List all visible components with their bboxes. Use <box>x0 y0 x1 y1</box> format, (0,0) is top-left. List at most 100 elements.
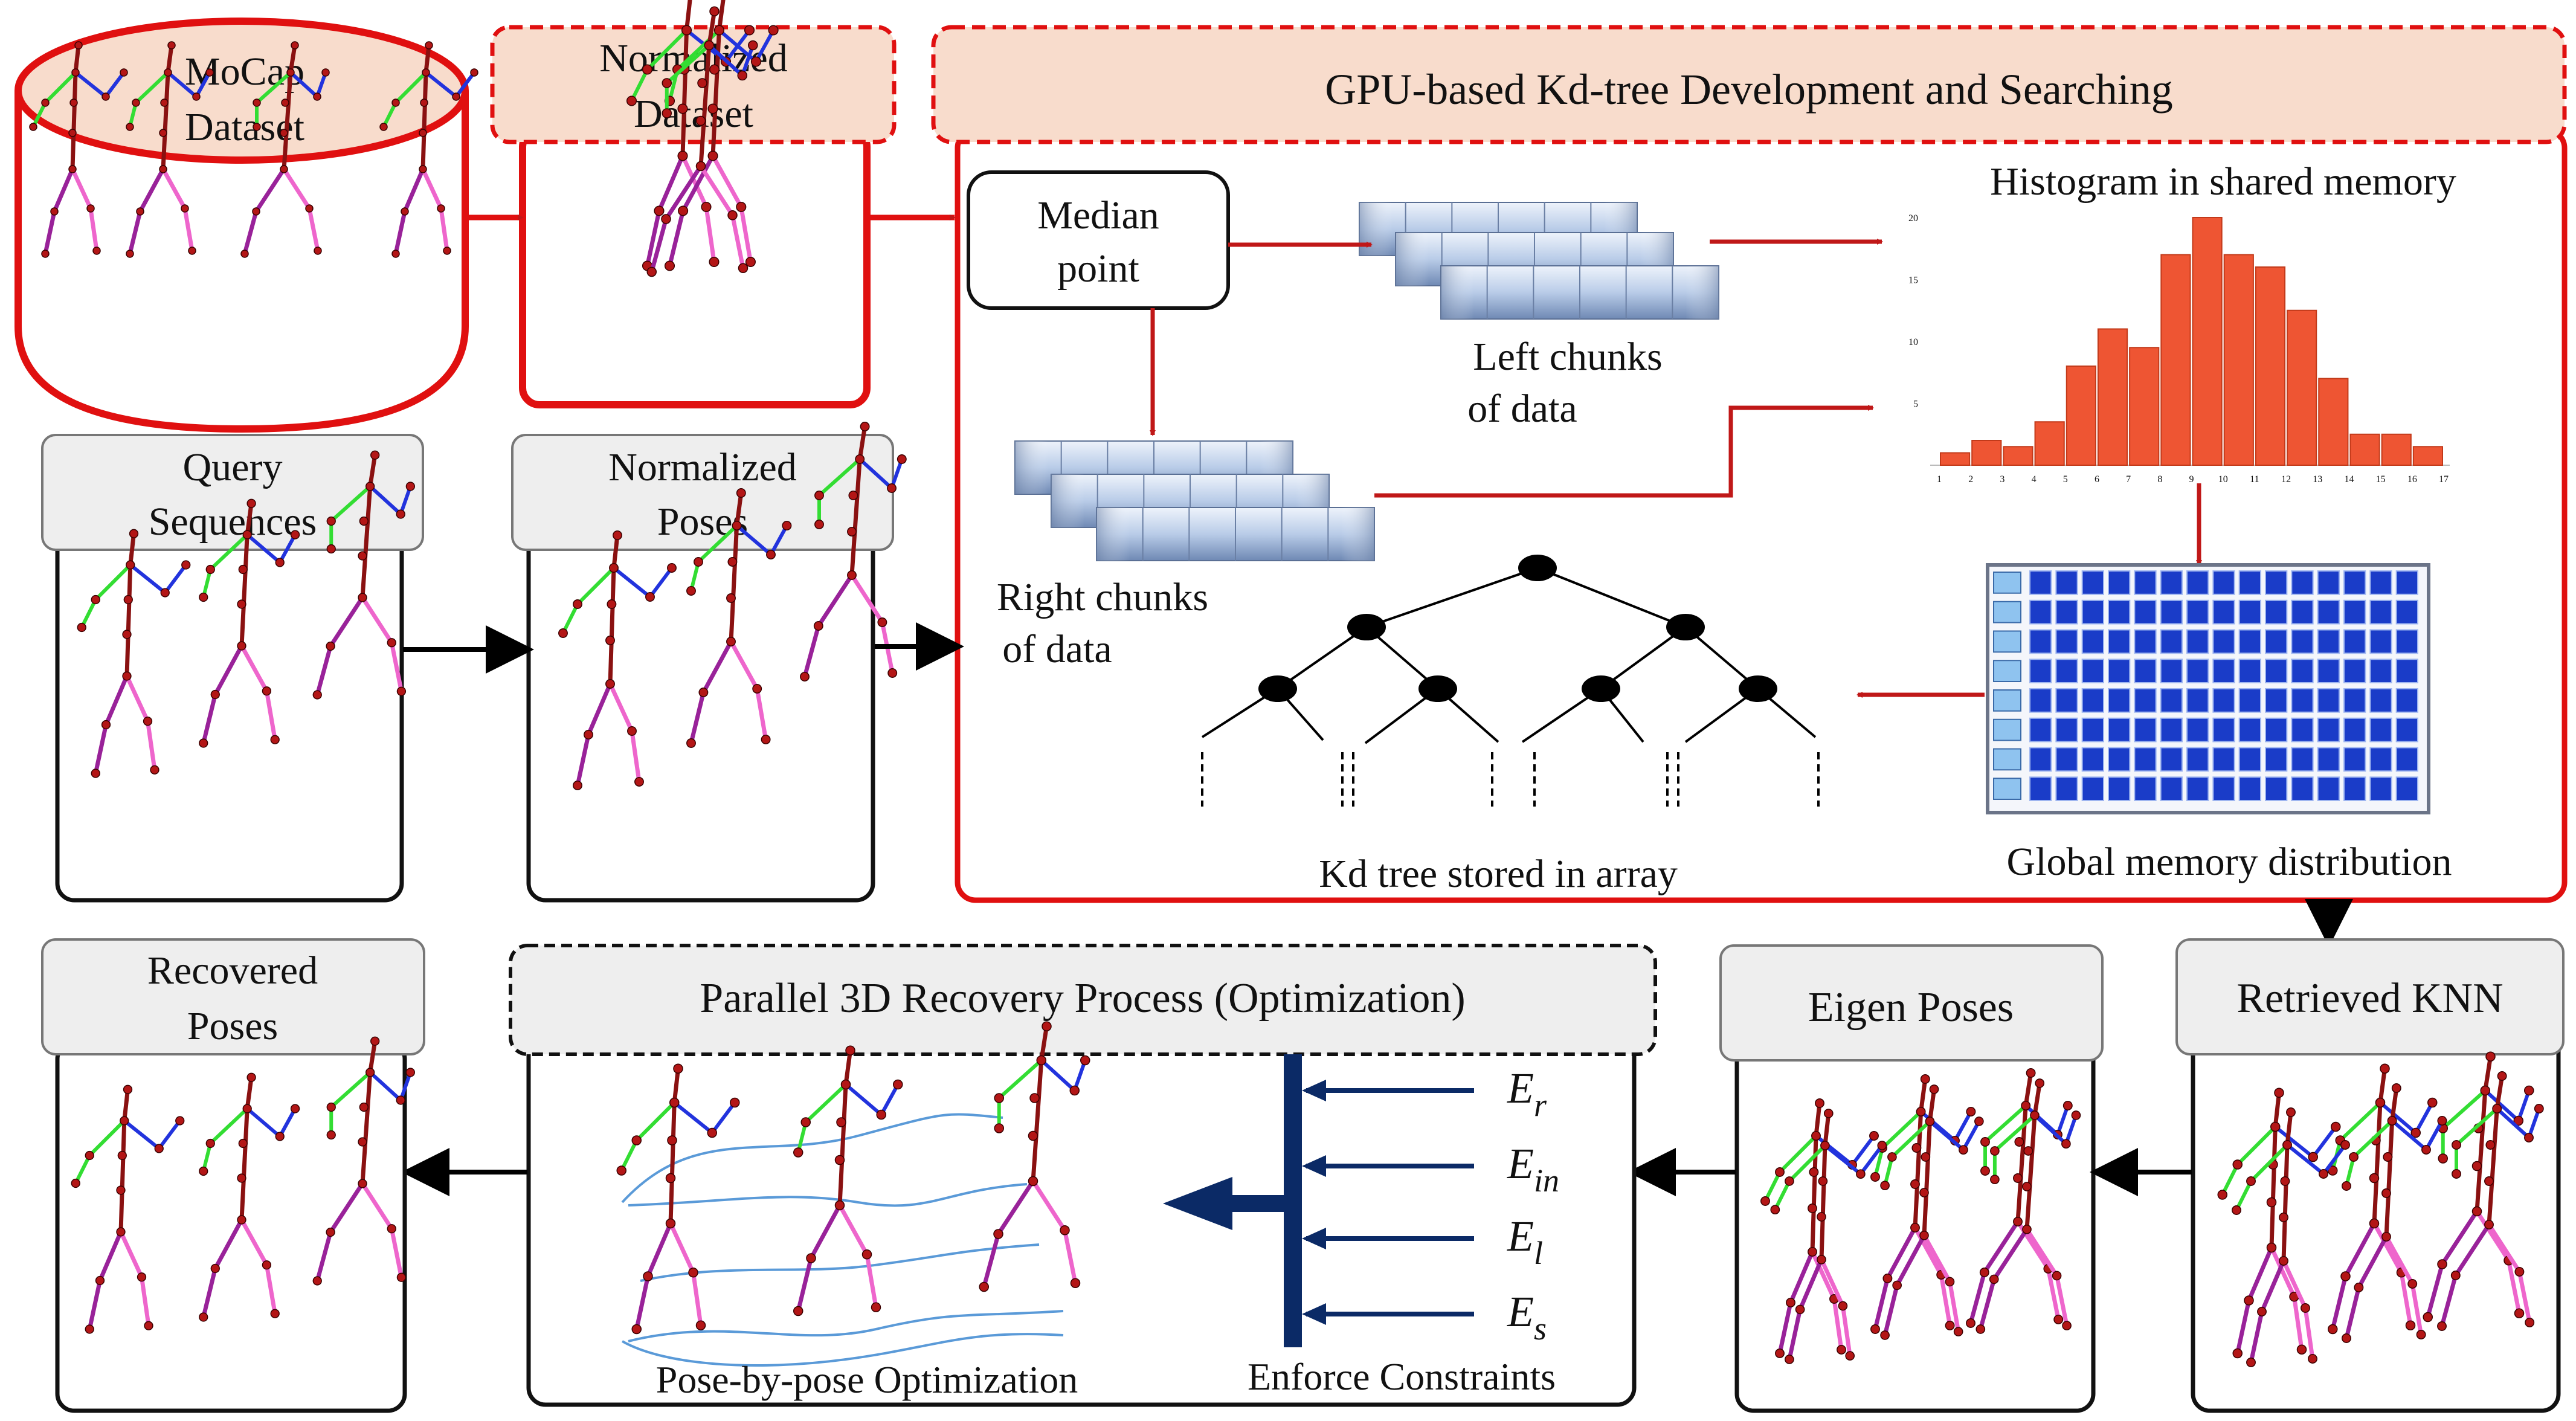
skeleton-figure <box>2328 1063 2438 1335</box>
memory-cell <box>2238 717 2262 743</box>
memory-cell <box>2291 599 2314 625</box>
memory-cell <box>2291 747 2314 772</box>
memory-cell <box>2369 599 2392 625</box>
recovery-title: Parallel 3D Recovery Process (Optimizati… <box>700 975 1465 1022</box>
memory-cell <box>2186 629 2209 654</box>
memory-cell <box>2291 717 2314 743</box>
memory-cell <box>2160 776 2183 801</box>
memory-cell <box>2134 717 2157 743</box>
skeleton-figure <box>126 41 214 258</box>
skeleton-figure <box>312 1036 415 1286</box>
optimization-curves <box>621 1113 1064 1367</box>
memory-cell <box>2265 776 2288 801</box>
normalized-poses-box: Normalized Poses <box>511 422 907 903</box>
memory-cell <box>2081 629 2105 654</box>
skeleton-figure <box>77 529 191 778</box>
memory-cell <box>2238 629 2262 654</box>
memory-cell <box>2134 688 2157 713</box>
memory-cell <box>2160 599 2183 625</box>
memory-cell <box>2055 717 2078 743</box>
memory-cell <box>2081 776 2105 801</box>
optimization-curve <box>628 1183 1028 1207</box>
histogram-x-tick: 14 <box>2344 474 2354 485</box>
memory-cell <box>2108 688 2131 713</box>
memory-cell <box>2055 688 2078 713</box>
memory-cell <box>2265 688 2288 713</box>
histogram-x-tick: 9 <box>2189 474 2194 485</box>
kd-tree-edge <box>1600 626 1687 690</box>
memory-cell <box>2238 776 2262 801</box>
skeleton-figure <box>2423 1051 2534 1323</box>
query-skeletons <box>77 450 415 778</box>
memory-cell <box>2029 570 2052 595</box>
memory-cell <box>2395 659 2419 683</box>
memory-cell <box>2212 747 2235 772</box>
histogram-x-tick: 6 <box>2095 474 2099 485</box>
right-chunks-of-data <box>1014 440 1375 561</box>
data-chunk <box>1440 265 1719 320</box>
memory-cell <box>2186 688 2209 713</box>
eigen-poses-box: Eigen Poses <box>1719 944 2104 1413</box>
histogram-x-tick: 1 <box>1937 474 1942 485</box>
memory-cell <box>2238 688 2262 713</box>
histogram-y-tick: 10 <box>1908 337 1918 347</box>
histogram-x-tick: 4 <box>2032 474 2037 485</box>
skeleton-figure <box>199 498 300 748</box>
memory-cell <box>2186 659 2209 683</box>
median-point-line2: point <box>1057 246 1139 291</box>
histogram-x-tick: 2 <box>1968 474 1973 485</box>
skeleton-figure <box>379 41 478 258</box>
skeleton-figure <box>686 488 792 748</box>
skeleton-figure <box>2342 1083 2447 1343</box>
constraint-arrowhead <box>1302 1303 1326 1325</box>
data-chunk <box>1096 507 1375 561</box>
memory-cell <box>2265 629 2288 654</box>
memory-cell <box>2134 599 2157 625</box>
kd-tree-node <box>1739 675 1777 702</box>
memory-cell <box>2395 747 2419 772</box>
enforce-constraints-label: Enforce Constraints <box>1248 1355 1556 1398</box>
memory-cell <box>2081 747 2105 772</box>
skeleton-figure <box>979 1021 1090 1292</box>
histogram-bar <box>2349 433 2380 466</box>
memory-cell <box>2160 717 2183 743</box>
memory-cell <box>2055 629 2078 654</box>
memory-cell <box>2265 599 2288 625</box>
histogram-x-tick: 16 <box>2407 474 2417 485</box>
gpu-title: GPU-based Kd-tree Development and Search… <box>1325 65 2173 114</box>
constraint-label: Er <box>1507 1064 1547 1123</box>
memory-cell <box>2108 776 2131 801</box>
global-memory-label: Global memory distribution <box>2007 840 2452 884</box>
skeleton-figure <box>1770 1109 1887 1364</box>
right-chunks-line1: Right chunks <box>997 575 1208 619</box>
memory-cell <box>2343 599 2366 625</box>
kd-tree-label: Kd tree stored in array <box>1319 852 1678 896</box>
memory-cell <box>2108 629 2131 654</box>
memory-cell <box>2265 570 2288 595</box>
histogram-bar <box>2223 254 2254 466</box>
left-chunks-line1: Left chunks <box>1473 335 1662 379</box>
memory-cell <box>2212 659 2235 683</box>
histogram-bar <box>2192 217 2223 466</box>
skeleton-figure <box>312 450 415 700</box>
histogram-x-tick: 5 <box>2063 474 2068 485</box>
memory-cell <box>2029 717 2052 743</box>
memory-cell <box>2343 688 2366 713</box>
memory-cell <box>2029 659 2052 683</box>
memory-cell <box>2212 688 2235 713</box>
histogram-bar <box>2129 347 2160 466</box>
eigen-poses-skeletons <box>1760 1068 2081 1364</box>
eigen-poses-label: Eigen Poses <box>1808 984 2014 1031</box>
kd-tree-edge <box>1277 626 1368 690</box>
histogram-title: Histogram in shared memory <box>1990 160 2456 204</box>
normalized-poses-skeletons <box>558 422 907 790</box>
memory-cell <box>2395 688 2419 713</box>
histogram-bar <box>2066 366 2096 466</box>
query-line1: Query <box>183 445 283 489</box>
memory-cell <box>2160 570 2183 595</box>
recovery-process-box: Parallel 3D Recovery Process (Optimizati… <box>509 944 1657 1407</box>
memory-cell <box>2395 717 2419 743</box>
histogram-x-tick: 12 <box>2281 474 2291 485</box>
arrow-right-to-histogram <box>1374 405 1874 498</box>
